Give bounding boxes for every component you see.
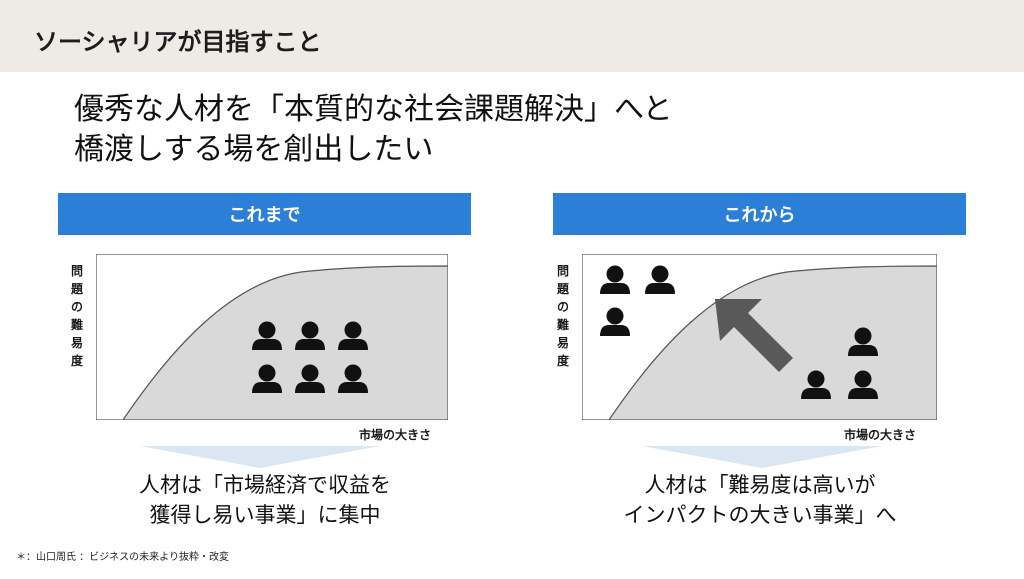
y-axis-char: 度 xyxy=(70,354,83,368)
y-axis-char: 題 xyxy=(556,282,569,296)
caption-before: 人材は「市場経済で収益を 獲得し易い事業」に集中 xyxy=(110,470,420,530)
diagonal-arrow-shape xyxy=(715,299,793,372)
difficulty-curve-area xyxy=(122,265,448,420)
headline-line-2: 橋渡しする場を創出したい xyxy=(74,132,434,167)
panel-label-after: これから xyxy=(553,193,966,235)
headline-line-1: 優秀な人材を「本質的な社会課題解決」へと xyxy=(74,92,673,127)
header-band: ソーシャリアが目指すこと xyxy=(0,0,1024,72)
panel-label-before: これまで xyxy=(58,193,471,235)
down-arrow-shape xyxy=(642,446,882,468)
y-axis-char: 問 xyxy=(70,264,83,278)
y-axis-char: 難 xyxy=(70,318,83,332)
x-axis-label-after: 市場の大きさ xyxy=(844,428,917,442)
y-axis-char: の xyxy=(70,300,83,314)
y-axis-char: 問 xyxy=(556,264,569,278)
caption-after-line-1: 人材は「難易度は高いが xyxy=(644,473,876,497)
caption-before-line-1: 人材は「市場経済で収益を xyxy=(139,473,391,497)
caption-after-line-2: インパクトの大きい事業」へ xyxy=(623,503,897,527)
diagonal-move-arrow xyxy=(715,299,793,372)
caption-after: 人材は「難易度は高いが インパクトの大きい事業」へ xyxy=(595,470,925,530)
x-axis-label-before: 市場の大きさ xyxy=(359,428,432,442)
y-axis-char: の xyxy=(556,300,569,314)
page-title: ソーシャリアが目指すこと xyxy=(34,28,322,56)
down-arrow-before xyxy=(140,446,380,468)
y-axis-char: 易 xyxy=(70,336,83,350)
chart-after xyxy=(582,254,937,420)
y-axis-label-after: 問 題 の 難 易 度 xyxy=(556,262,570,370)
down-arrow-shape xyxy=(140,446,380,468)
chart-before xyxy=(96,254,448,420)
footnote: ＊：山口周氏 ：ビジネスの未来より抜粋・改変 xyxy=(16,552,229,563)
down-arrow-after xyxy=(642,446,882,468)
y-axis-char: 度 xyxy=(556,354,569,368)
headline: 優秀な人材を「本質的な社会課題解決」へと 橋渡しする場を創出したい xyxy=(74,90,673,170)
y-axis-label-before: 問 題 の 難 易 度 xyxy=(70,262,84,370)
caption-before-line-2: 獲得し易い事業」に集中 xyxy=(149,503,381,527)
y-axis-char: 難 xyxy=(556,318,569,332)
y-axis-char: 易 xyxy=(556,336,569,350)
y-axis-char: 題 xyxy=(70,282,83,296)
